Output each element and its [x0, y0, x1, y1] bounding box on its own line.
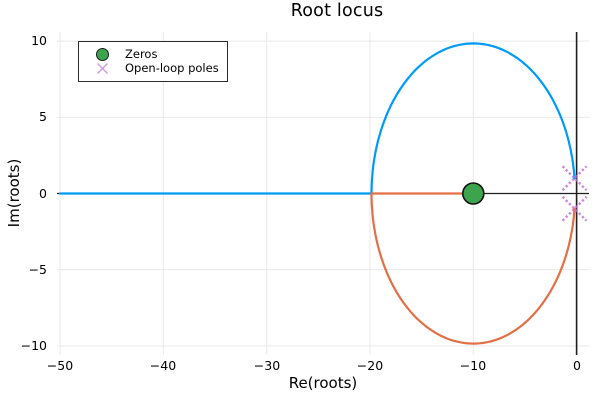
- x-tick-label: −20: [356, 358, 384, 373]
- x-axis-label: Re(roots): [288, 374, 358, 392]
- pole-marker: [561, 195, 588, 222]
- x-tick-label: −40: [149, 358, 177, 373]
- x-tick-label: 0: [573, 358, 581, 373]
- legend-item-label: Zeros: [125, 46, 158, 61]
- y-tick-label: 10: [31, 33, 47, 48]
- branch-upper-branch-to-negative-infinity: [59, 42, 576, 195]
- pole-marker: [561, 165, 588, 192]
- x-tick-label: −10: [459, 358, 487, 373]
- legend-item-label: Open-loop poles: [125, 60, 219, 75]
- x-tick-label: −30: [253, 358, 281, 373]
- y-tick-label: −5: [28, 262, 47, 277]
- legend: Zeros Open-loop poles: [78, 41, 228, 82]
- y-tick-label: −10: [20, 338, 47, 353]
- legend-item-open-loop-poles: Open-loop poles: [87, 60, 219, 76]
- branch-lower-branch-to-zero: [370, 192, 576, 345]
- pole-marker: [561, 195, 588, 222]
- y-tick-label: 0: [39, 186, 47, 201]
- zero-marker: [462, 182, 485, 205]
- x-tick-label: −50: [46, 358, 74, 373]
- legend-item-zeros: Zeros: [87, 47, 218, 61]
- pole-marker: [561, 165, 588, 192]
- y-tick-label: 5: [39, 109, 47, 124]
- zeros-marker-icon: [87, 47, 117, 61]
- chart-title: Root locus: [290, 1, 384, 21]
- poles-marker-icon: [87, 61, 117, 76]
